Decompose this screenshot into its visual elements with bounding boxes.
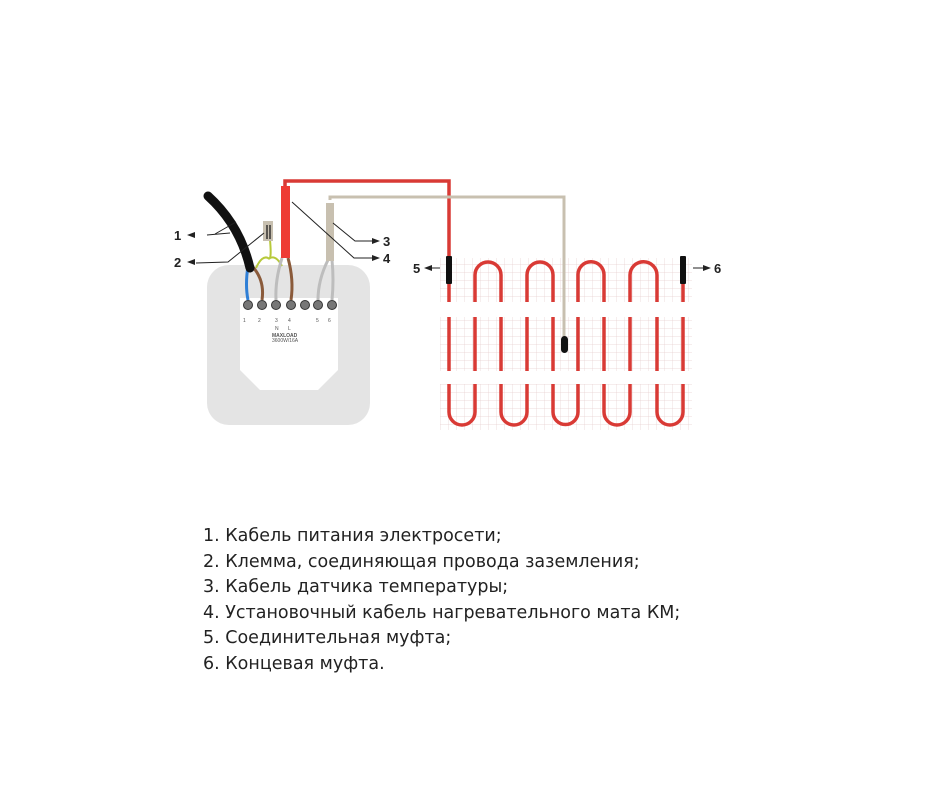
mat-live-wire bbox=[286, 257, 294, 301]
legend-item: 2. Клемма, соединяющая провода заземлени… bbox=[203, 551, 640, 572]
terminal-label: 5 bbox=[316, 318, 319, 324]
terminal-screw bbox=[286, 300, 296, 310]
installation-cable bbox=[283, 179, 451, 258]
callout-lines bbox=[195, 201, 706, 269]
heating-cable-path bbox=[447, 260, 685, 427]
earth-wire bbox=[255, 239, 283, 269]
terminal-screw bbox=[243, 300, 253, 310]
terminal-screw bbox=[271, 300, 281, 310]
legend-item: 1. Кабель питания электросети; bbox=[203, 526, 502, 546]
sensor-wires bbox=[316, 259, 335, 301]
callout-arrows bbox=[187, 232, 711, 271]
terminal-mark: L bbox=[288, 326, 291, 332]
terminal-screw bbox=[257, 300, 267, 310]
terminal-mark: N bbox=[275, 326, 279, 332]
terminal-screw bbox=[300, 300, 310, 310]
cable-3-sheath bbox=[326, 203, 334, 261]
legend-item: 4. Установочный кабель нагревательного м… bbox=[203, 602, 681, 623]
terminal-screw bbox=[327, 300, 337, 310]
callout-6: 6 bbox=[714, 261, 721, 276]
power-cable bbox=[203, 191, 255, 273]
temperature-sensor bbox=[561, 336, 568, 353]
thermostat-rating: 3600W/16A bbox=[272, 338, 299, 344]
legend: 1. Кабель питания электросети; 2. Клемма… bbox=[203, 524, 680, 678]
legend-item: 5. Соединительная муфта; bbox=[203, 628, 452, 649]
cable-4-sheath bbox=[281, 186, 290, 258]
connection-sleeve bbox=[446, 256, 452, 284]
callout-5: 5 bbox=[413, 261, 420, 276]
thermostat: 1 2 3 4 5 6 N L MAXLOAD 3600W/16A bbox=[207, 265, 370, 425]
mat-neutral-wire bbox=[274, 257, 284, 301]
thermostat-brand: MAXLOAD bbox=[272, 333, 298, 339]
end-sleeve bbox=[680, 256, 686, 284]
callout-2: 2 bbox=[174, 255, 181, 270]
legend-item: 6. Концевая муфта. bbox=[203, 653, 385, 674]
earth-terminal bbox=[263, 221, 273, 241]
callout-3: 3 bbox=[383, 234, 390, 249]
callout-4: 4 bbox=[383, 251, 391, 266]
callout-1: 1 bbox=[174, 228, 181, 243]
legend-item: 3. Кабель датчика температуры; bbox=[203, 577, 509, 598]
heating-mat bbox=[440, 258, 692, 430]
terminal-label: 3 bbox=[275, 318, 278, 324]
terminal-label: 4 bbox=[288, 318, 291, 324]
terminal-label: 2 bbox=[258, 318, 261, 324]
terminal-label: 1 bbox=[243, 318, 246, 324]
sensor-cable bbox=[328, 195, 566, 338]
terminal-label: 6 bbox=[328, 318, 331, 324]
heating-cable bbox=[447, 260, 685, 427]
terminal-screw bbox=[313, 300, 323, 310]
